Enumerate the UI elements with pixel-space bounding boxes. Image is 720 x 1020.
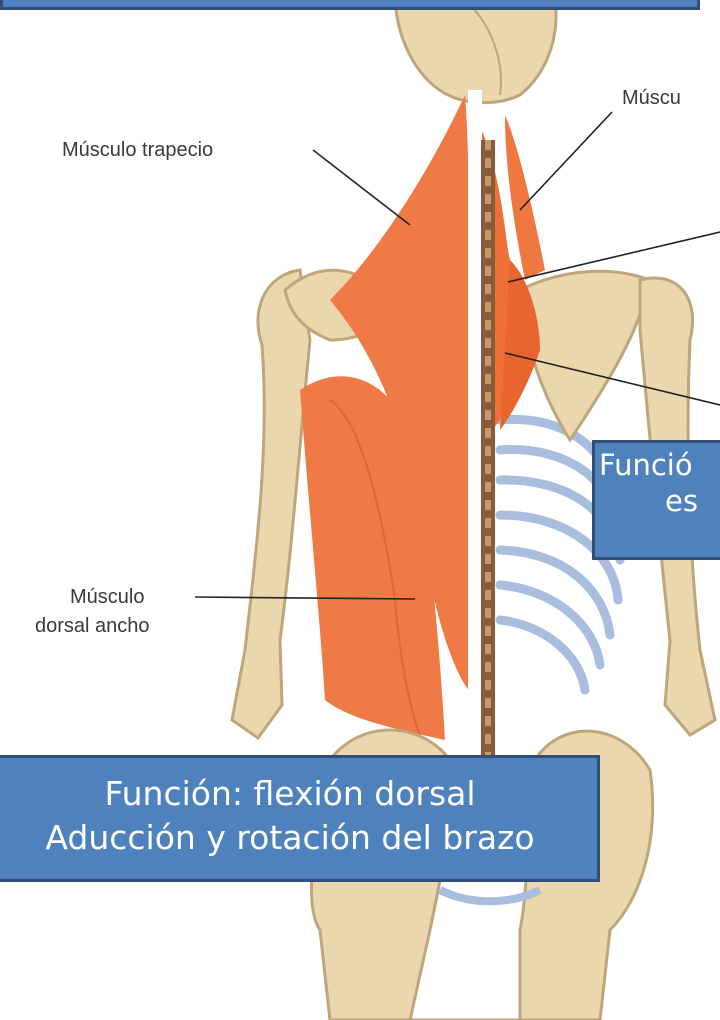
spine <box>468 90 488 790</box>
callout-right-line2: es <box>595 483 720 519</box>
callout-right-line1: Funció <box>595 447 720 483</box>
label-latissimus-line1: Músculo <box>70 585 144 609</box>
function-callout-bottom: Función: flexión dorsal Aducción y rotac… <box>0 755 600 882</box>
top-callout-box <box>0 0 700 10</box>
label-trapezius: Músculo trapecio <box>62 138 213 162</box>
label-latissimus-line2: dorsal ancho <box>35 614 150 638</box>
callout-bottom-line2: Aducción y rotación del brazo <box>0 816 597 860</box>
label-top-right-muscle: Múscu <box>622 86 681 110</box>
callout-bottom-line1: Función: flexión dorsal <box>0 772 597 816</box>
function-callout-right: Funció es <box>592 440 720 560</box>
